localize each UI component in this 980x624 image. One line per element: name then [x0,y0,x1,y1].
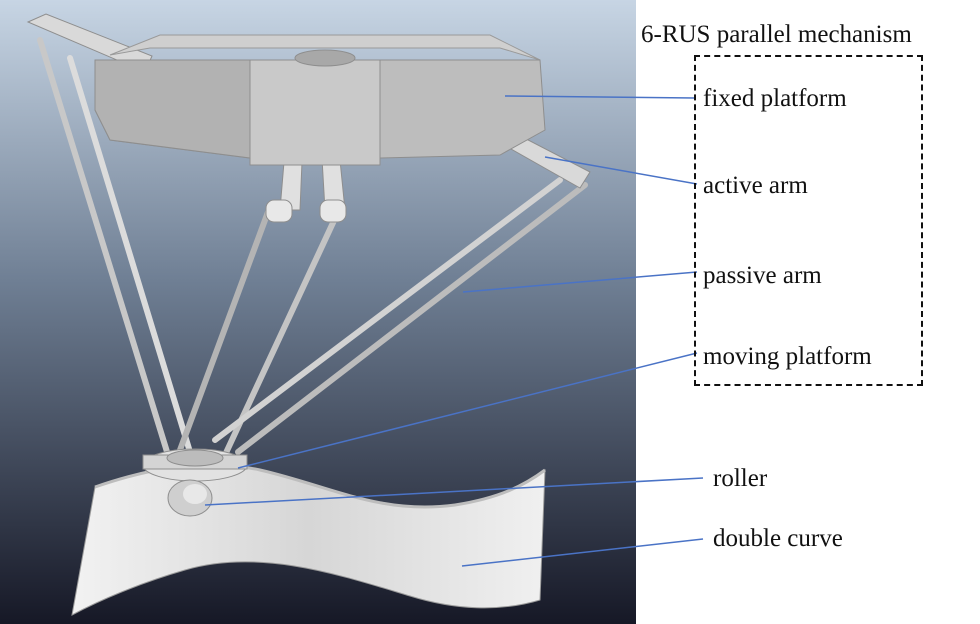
label-active-arm: active arm [703,172,808,199]
leader-roller [204,477,704,506]
passive-arms [37,37,588,458]
label-fixed-platform: fixed platform [703,85,847,112]
leader-active-arm [544,156,698,185]
leader-passive-arm [462,271,698,293]
label-roller: roller [713,465,768,492]
leader-double-curve [461,538,704,567]
leader-fixed-platform [504,95,696,99]
mechanism-group-box [694,55,923,386]
label-passive-arm: passive arm [703,262,822,289]
fixed-platform [94,34,546,166]
leader-lines [204,95,704,567]
label-double-curve: double curve [713,525,843,552]
moving-platform [142,448,248,482]
roller-part [167,479,213,517]
figure-title: 6-RUS parallel mechanism [641,21,912,48]
label-moving-platform: moving platform [703,343,872,370]
leader-moving-platform [237,352,698,469]
